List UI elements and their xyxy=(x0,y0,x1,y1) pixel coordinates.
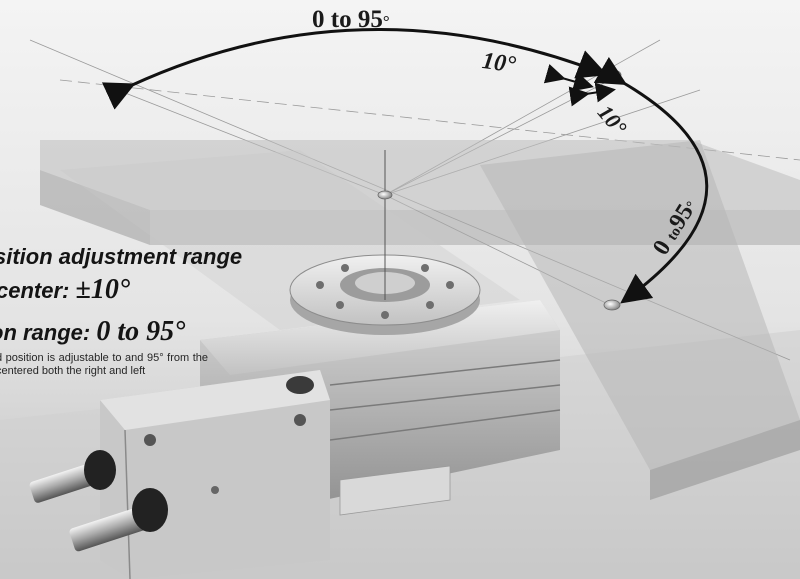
heading-center: center: ±10° xyxy=(0,274,130,306)
adjust-left-label: 10° xyxy=(480,48,517,79)
heading-center-value: ±10° xyxy=(75,274,131,305)
top-range-label: 0 to 95° xyxy=(312,6,390,34)
heading-rotation-prefix: on range: xyxy=(0,320,97,345)
top-range-unit: ° xyxy=(382,12,390,31)
heading-center-prefix: center: xyxy=(0,278,76,303)
description-text: d position is adjustable to and 95° from… xyxy=(0,352,208,377)
arrow-top xyxy=(101,28,608,110)
top-range-value: 0 to 95 xyxy=(312,6,383,33)
arrow-right xyxy=(593,56,709,304)
heading-rotation-value: 0 to 95° xyxy=(96,316,186,347)
heading-adjustment-range: sition adjustment range xyxy=(0,244,243,269)
arrow-small-b xyxy=(568,82,616,107)
heading-rotation-range: on range: 0 to 95° xyxy=(0,316,185,348)
rotation-arrows xyxy=(101,28,709,304)
rotary-actuator xyxy=(29,254,561,579)
